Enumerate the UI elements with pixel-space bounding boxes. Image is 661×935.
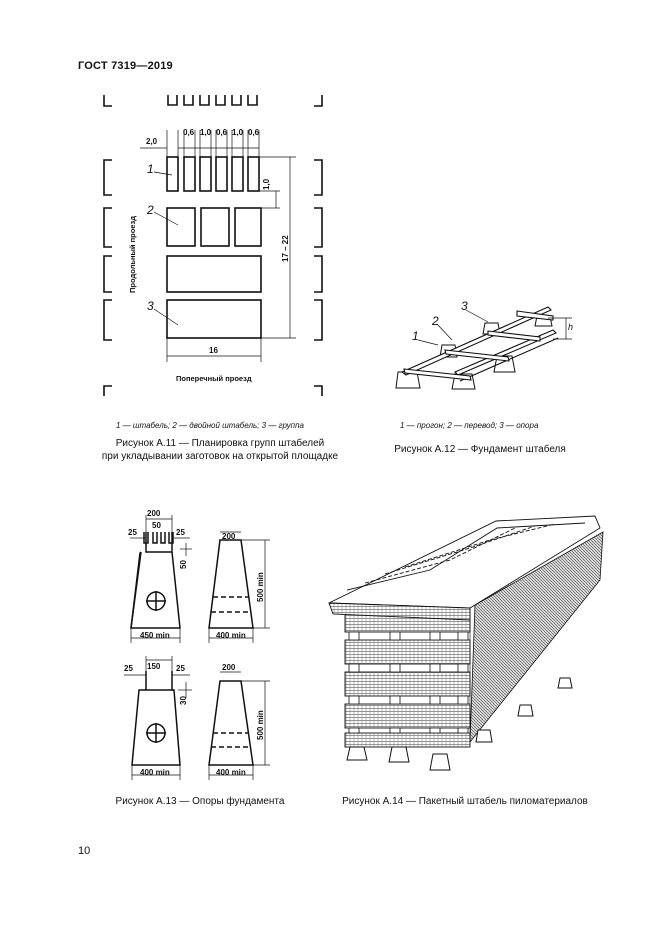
dim-0-6-c: 0,6 — [248, 128, 260, 137]
dim-side-base: 400 min — [216, 631, 246, 640]
dim-side-base: 400 min — [216, 768, 246, 777]
callout-2: 2 — [432, 314, 439, 328]
callout-2: 2 — [147, 203, 154, 217]
dim-1-0-a: 1,0 — [200, 128, 212, 137]
dim-right-offset: 25 — [176, 664, 185, 673]
transverse-road-label: Поперечный проезд — [176, 374, 252, 383]
callout-1: 1 — [147, 162, 154, 176]
fig12-legend: 1 — прогон; 2 — перевод; 3 — опора — [400, 421, 539, 430]
dim-top-width: 200 — [147, 509, 161, 518]
fig13-caption: Рисунок А.13 — Опоры фундамента — [115, 796, 285, 807]
callout-1: 1 — [412, 329, 419, 343]
dim-16: 16 — [209, 346, 218, 355]
dim-side-top: 200 — [222, 663, 236, 672]
dim-right-offset: 25 — [176, 528, 185, 537]
fig14-caption: Рисунок А.14 — Пакетный штабель пиломате… — [342, 796, 588, 807]
dim-1-0-b: 1,0 — [232, 128, 244, 137]
dim-base-width: 450 min — [140, 631, 170, 640]
dim-left-offset: 25 — [124, 664, 133, 673]
dim-left-offset: 25 — [128, 528, 137, 537]
fig11-caption-line2: при укладывании заготовок на открытой пл… — [101, 451, 339, 462]
callout-3: 3 — [147, 299, 154, 313]
fig11-caption: Рисунок А.11 — Планировка групп штабелей… — [90, 437, 350, 463]
page-number: 10 — [78, 845, 91, 857]
dim-side-top: 200 — [222, 532, 236, 541]
height-label: h — [568, 322, 574, 332]
document-header: ГОСТ 7319—2019 — [78, 60, 173, 72]
fig11-caption-line1: Рисунок А.11 — Планировка групп штабелей — [115, 438, 325, 449]
callout-3: 3 — [461, 299, 468, 313]
dim-2-0: 2,0 — [146, 137, 158, 146]
dim-base-width: 400 min — [140, 768, 170, 777]
fig11-legend: 1 — штабель; 2 — двойной штабель; 3 — гр… — [116, 421, 304, 430]
dim-0-6-a: 0,6 — [183, 128, 195, 137]
dim-top-width: 150 — [147, 662, 161, 671]
dim-0-6-b: 0,6 — [216, 128, 228, 137]
dim-notch-width: 50 — [152, 521, 161, 530]
fig12-caption: Рисунок А.12 — Фундамент штабеля — [394, 444, 566, 455]
